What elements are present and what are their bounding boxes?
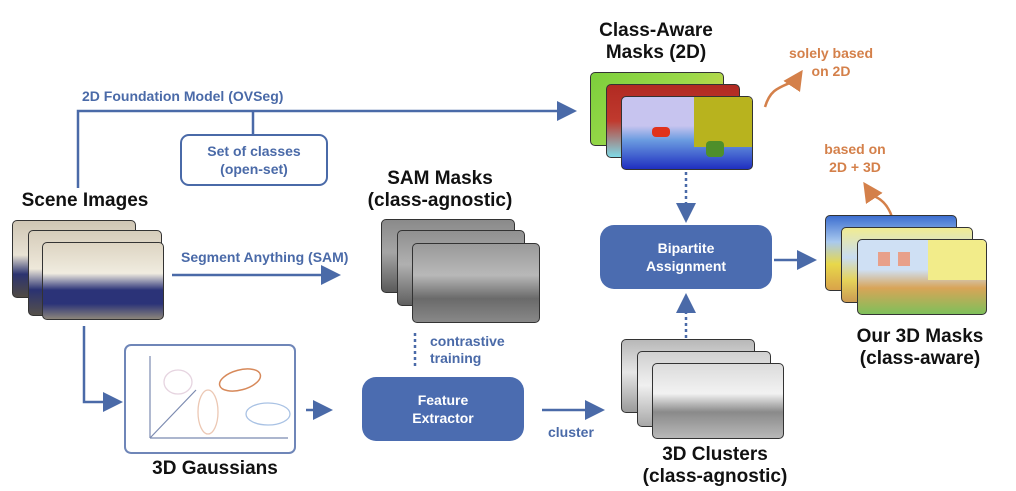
set-of-classes-line1: Set of classes [207, 143, 301, 159]
gaussians-plot [149, 356, 291, 439]
solely-2d-annotation: solely based on 2D [776, 44, 886, 80]
red-segment [652, 127, 670, 137]
3d-clusters-title: 3D Clusters (class-agnostic) [620, 444, 810, 488]
bipartite-line1: Bipartite [657, 240, 715, 256]
gaussian-ellipse-peach [197, 389, 219, 435]
sam-masks-title: SAM Masks (class-agnostic) [340, 168, 540, 212]
based-2d3d-line1: based on [824, 141, 886, 157]
contrastive-line1: contrastive [430, 333, 505, 349]
contrastive-label: contrastive training [430, 333, 505, 367]
3d-clusters-line2: (class-agnostic) [642, 466, 788, 487]
contrastive-line2: training [430, 350, 482, 366]
sam-masks-title-line2: (class-agnostic) [367, 190, 513, 211]
our-3d-masks-line1: Our 3D Masks [856, 326, 984, 347]
based-2d3d-annotation: based on 2D + 3D [800, 140, 910, 176]
bipartite-line2: Assignment [645, 258, 727, 274]
z-axis [149, 389, 197, 439]
pink-segment [898, 252, 910, 266]
set-of-classes-box: Set of classes (open-set) [180, 134, 328, 186]
foundation-model-arrow [76, 101, 577, 188]
feature-extractor-line2: Extractor [412, 410, 474, 426]
our-3d-masks-title: Our 3D Masks (class-aware) [830, 326, 1010, 370]
cluster-label: cluster [548, 424, 594, 440]
gaussians-box [124, 344, 296, 454]
scene-image-frame [42, 242, 164, 320]
bipartite-assignment-box: Bipartite Assignment [600, 225, 772, 289]
set-of-classes-line2: (open-set) [220, 161, 288, 177]
class-aware-mask-frame [621, 96, 753, 170]
based-2d3d-line2: 2D + 3D [829, 159, 881, 175]
3d-clusters-line1: 3D Clusters [662, 444, 768, 465]
our-mask-frame [857, 239, 987, 315]
yellow-segment [694, 97, 752, 147]
yellow-segment [928, 240, 986, 280]
solely-2d-line1: solely based [788, 45, 874, 61]
class-aware-masks-title: Class-Aware Masks (2D) [586, 20, 726, 64]
green-segment [706, 141, 724, 157]
based-2d3d-curve-arrow [863, 181, 894, 218]
feature-extractor-line1: Feature [417, 392, 469, 408]
pink-segment [878, 252, 890, 266]
solely-2d-line2: on 2D [811, 63, 851, 79]
sam-masks-title-line1: SAM Masks [387, 168, 493, 189]
class-aware-title-line2: Masks (2D) [605, 42, 707, 63]
cluster-frame [652, 363, 784, 439]
sam-mask-frame [412, 243, 540, 323]
class-aware-title-line1: Class-Aware [599, 20, 713, 41]
our-3d-masks-line2: (class-aware) [859, 348, 981, 369]
foundation-model-label: 2D Foundation Model (OVSeg) [82, 88, 284, 104]
sam-label: Segment Anything (SAM) [181, 249, 349, 265]
scene-to-gaussians-arrow [82, 326, 123, 412]
solely-2d-curve-arrow [763, 69, 803, 108]
feature-extractor-box: Feature Extractor [362, 377, 524, 441]
gaussians-title: 3D Gaussians [152, 458, 278, 479]
gaussian-ellipse-blue [245, 402, 291, 426]
gaussian-ellipse-pink [163, 369, 193, 395]
scene-images-title: Scene Images [21, 190, 149, 211]
gaussian-ellipse-orange [218, 368, 262, 392]
